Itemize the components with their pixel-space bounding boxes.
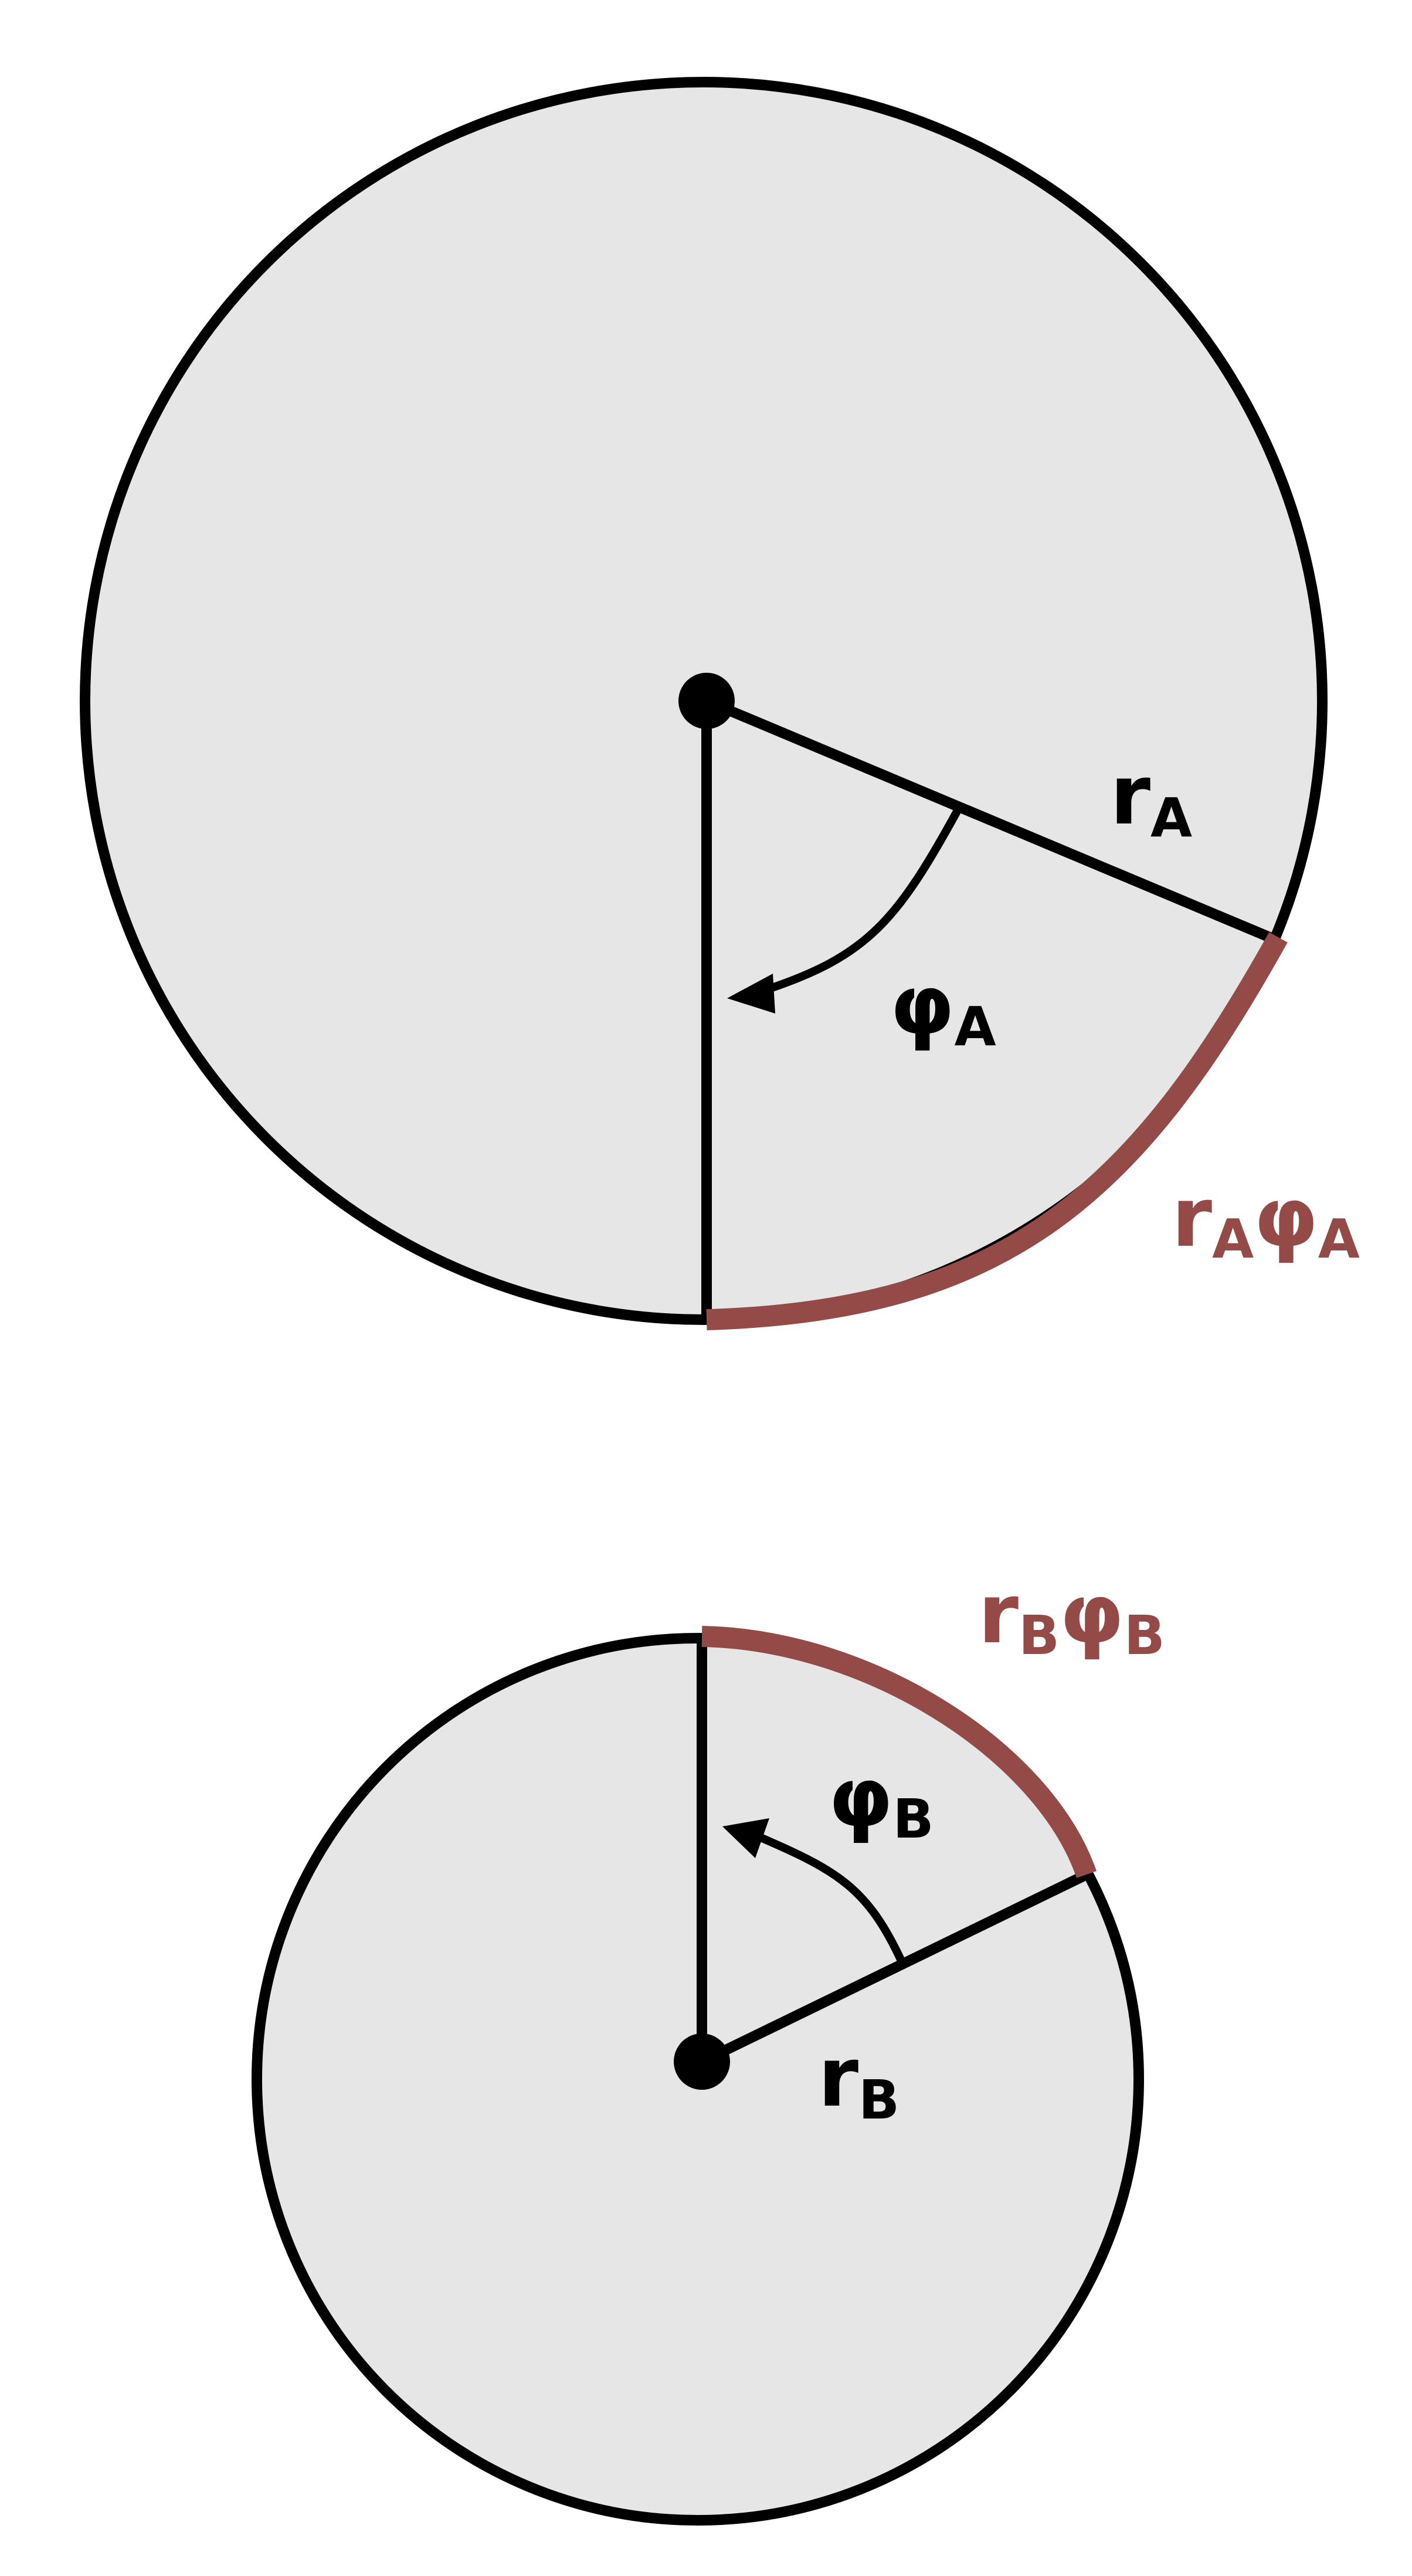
wheel-b-angle-label: φB xyxy=(829,1750,934,1850)
wheel-b-center-pivot xyxy=(674,2033,730,2090)
wheel-a-angle-label: φA xyxy=(890,958,996,1058)
wheel-a-angle-arrowhead xyxy=(727,974,775,1014)
wheel-a-rolled-arc xyxy=(706,932,1288,1330)
wheel-b-arc-length-label: rBφB xyxy=(978,1567,1165,1667)
wheel-a: rA φA rAφA xyxy=(80,77,1360,1330)
wheel-b: rB φB rBφB xyxy=(252,1567,1165,2526)
wheel-a-center-pivot xyxy=(678,673,735,729)
wheel-b-angle-arrowhead xyxy=(722,1818,769,1858)
wheel-a-arc-length-label: rAφA xyxy=(1172,1170,1360,1270)
wheel-a-radius-label: rA xyxy=(1110,748,1192,849)
wheel-a-angle-arrow xyxy=(763,806,963,994)
wheel-b-radius-line xyxy=(700,1869,1089,2067)
wheel-b-radius-label: rB xyxy=(818,2030,900,2131)
wheel-a-radius-line xyxy=(704,696,1275,944)
wheel-b-angle-arrow xyxy=(758,1833,906,1964)
wheel-b-rolled-arc xyxy=(701,1626,1097,1878)
